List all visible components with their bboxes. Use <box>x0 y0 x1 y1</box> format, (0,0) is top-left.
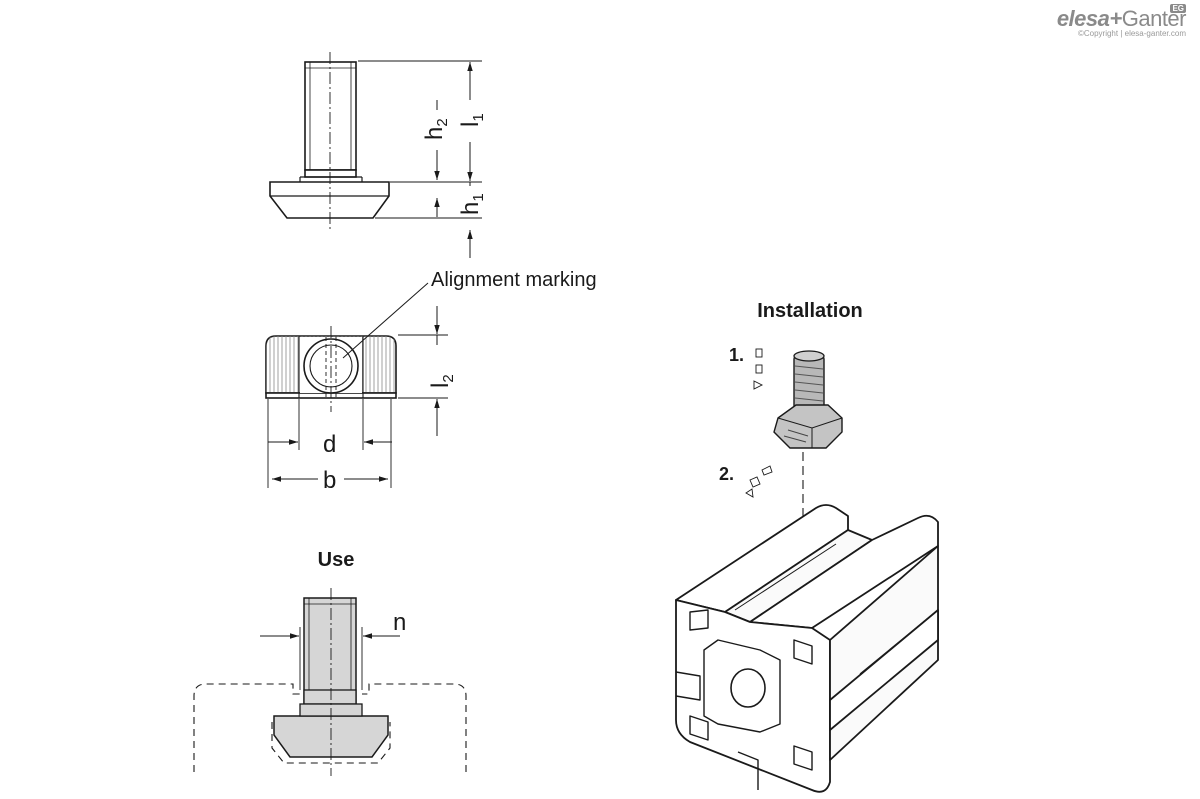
step-2-label: 2. <box>719 464 734 484</box>
side-view-neck <box>304 169 357 178</box>
top-view <box>265 282 448 488</box>
dim-b: b <box>323 467 336 494</box>
dim-d: d <box>323 431 336 458</box>
dim-l2: l2 <box>427 374 457 388</box>
elesa-ganter-logo: EG elesa+Ganter ©Copyright | elesa-gante… <box>1056 4 1187 38</box>
step-1-label: 1. <box>729 345 744 365</box>
alignment-marking-label: Alignment marking <box>431 269 597 291</box>
side-view-nut <box>269 181 390 219</box>
use-title: Use <box>318 549 355 571</box>
dim-h2: h2 <box>421 118 451 140</box>
step-2-rotate-icon <box>745 465 773 498</box>
use-bolt-thread <box>303 597 357 705</box>
alignment-marking-leader <box>342 282 429 359</box>
eg-badge: EG <box>1170 4 1186 13</box>
dim-l1: l1 <box>457 113 487 127</box>
use-view <box>193 588 467 776</box>
side-view <box>269 52 482 258</box>
installation-title: Installation <box>757 300 863 322</box>
side-view-thread <box>304 61 357 171</box>
logo-brand-plus: + <box>1109 6 1122 31</box>
dim-h1: h1 <box>457 193 487 215</box>
step-1-icon <box>753 348 764 390</box>
installation-t-bolt <box>773 350 843 449</box>
logo-brand-elesa: elesa <box>1056 6 1110 31</box>
logo-brand: elesa+Ganter <box>1056 6 1187 32</box>
logo-copyright: ©Copyright | elesa-ganter.com <box>1077 29 1186 38</box>
dim-n: n <box>393 609 406 636</box>
aluminium-profile <box>675 504 939 793</box>
